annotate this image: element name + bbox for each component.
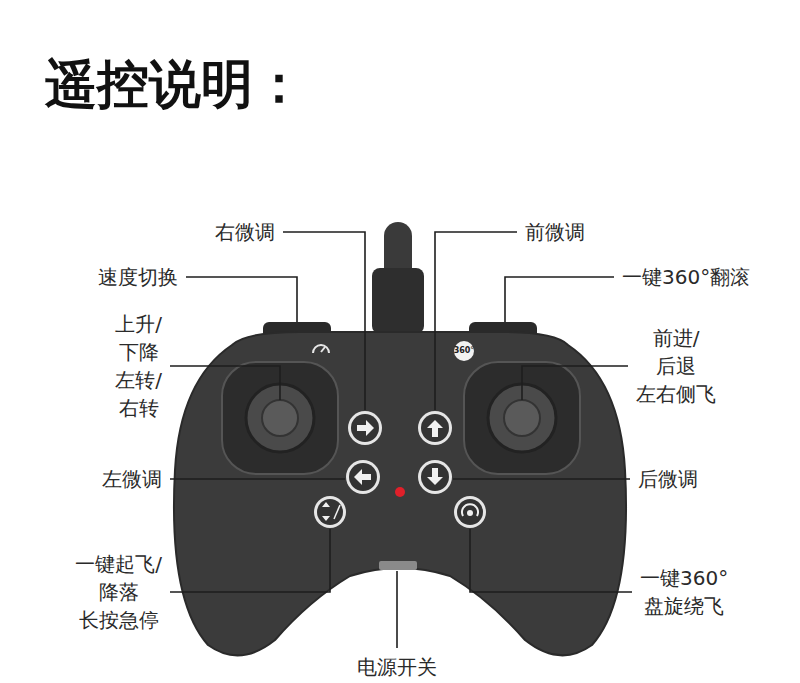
callout-label: 后微调 — [638, 465, 698, 493]
callout-label: 一键360° 盘旋绕飞 — [640, 564, 728, 620]
button-face — [351, 414, 379, 442]
button-ring — [314, 496, 346, 528]
leader-line — [396, 571, 398, 648]
icon-text: 360° — [454, 346, 475, 356]
controller-body — [174, 332, 626, 655]
circling-icon — [462, 504, 478, 516]
callout-label: 速度切换 — [98, 263, 178, 291]
button-face — [317, 499, 343, 525]
button-ring — [418, 411, 452, 445]
callout-label: 电源开关 — [357, 653, 437, 681]
button-ring — [418, 460, 452, 494]
button-ring — [454, 496, 486, 528]
callout-label: 一键360°翻滚 — [622, 263, 750, 291]
leader-line — [170, 366, 280, 400]
button-face — [349, 463, 377, 491]
page-title: 遥控说明： — [45, 52, 305, 116]
up-arrow-icon — [427, 420, 443, 437]
speed-icon — [313, 345, 329, 353]
callout-label: 左微调 — [102, 465, 162, 493]
trim-buttons — [346, 411, 452, 494]
leader-line — [283, 232, 365, 410]
down-arrow-icon — [427, 468, 443, 485]
speed-icon-needle — [321, 347, 325, 352]
right-arrow-icon — [357, 420, 374, 436]
leader-line — [505, 277, 614, 322]
leader-line — [453, 478, 630, 480]
left-arrow-icon — [354, 469, 371, 485]
callout-label: 上升/下降 左转/右转 — [115, 310, 162, 422]
button-ring — [348, 411, 382, 445]
leader-line — [170, 478, 345, 480]
takeoff-icon — [322, 502, 330, 521]
button-face — [457, 499, 483, 525]
flip-badge — [454, 341, 474, 361]
button-ring — [346, 460, 380, 494]
circling-icon-dot — [467, 510, 473, 516]
leader-line — [170, 529, 330, 592]
left-stick-cap — [262, 400, 298, 436]
callout-label: 前微调 — [525, 218, 585, 246]
antenna-base — [372, 268, 424, 334]
leader-line — [186, 277, 297, 322]
callout-label: 右微调 — [215, 218, 275, 246]
right-stick-cap — [504, 400, 540, 436]
power-led — [395, 487, 405, 497]
leader-lines — [170, 232, 632, 648]
button-face — [421, 463, 449, 491]
callout-label: 一键起飞/降落 长按急停 — [75, 550, 162, 634]
power-switch — [379, 561, 417, 570]
takeoff-icon-slash — [334, 505, 340, 519]
leader-line — [470, 529, 632, 592]
button-face — [421, 414, 449, 442]
callout-label: 前进/后退 左右侧飞 — [636, 324, 716, 408]
leader-line — [522, 366, 628, 400]
